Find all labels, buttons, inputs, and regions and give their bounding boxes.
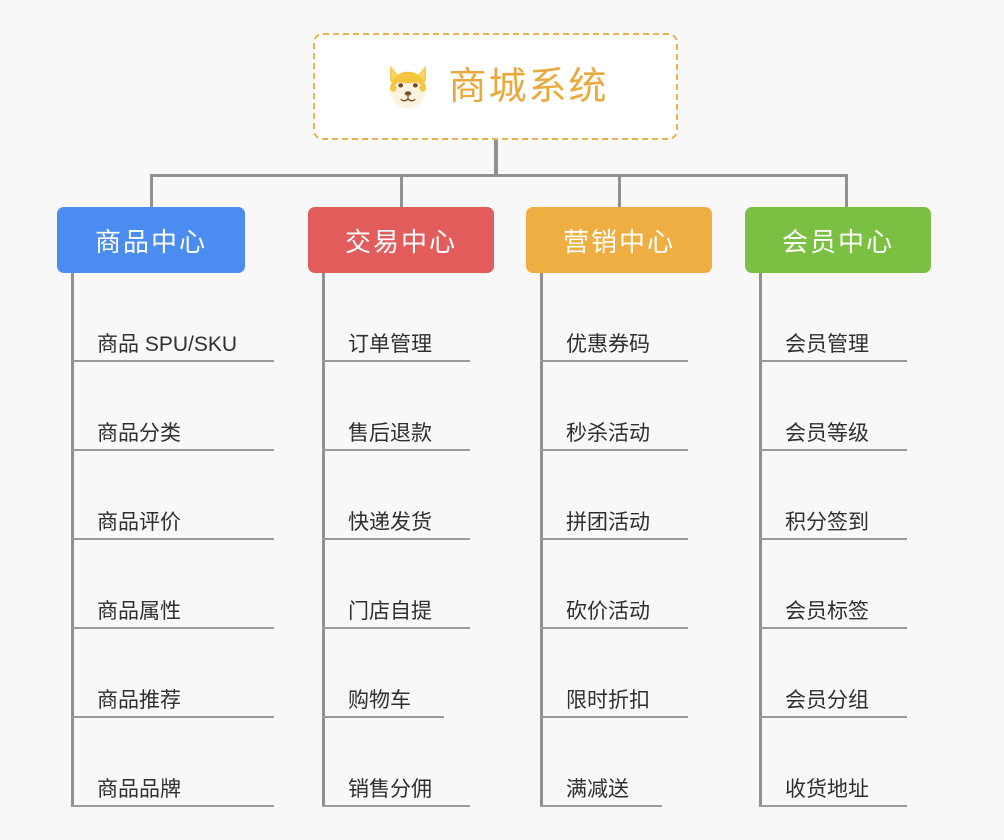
connector-drop-2 bbox=[618, 174, 621, 209]
leaf-underline bbox=[71, 627, 274, 629]
leaf-underline bbox=[71, 449, 274, 451]
leaf-label: 商品 SPU/SKU bbox=[97, 332, 238, 356]
leaf-underline bbox=[71, 805, 274, 807]
leaf-label: 秒杀活动 bbox=[566, 421, 650, 445]
leaf-underline bbox=[322, 805, 470, 807]
leaf-label: 商品品牌 bbox=[97, 777, 181, 801]
leaf-underline bbox=[322, 360, 470, 362]
leaf-underline bbox=[759, 360, 907, 362]
leaf-label: 会员标签 bbox=[785, 599, 869, 623]
leaf-underline bbox=[759, 716, 907, 718]
leaf-underline bbox=[540, 360, 688, 362]
leaf-label: 拼团活动 bbox=[566, 510, 650, 534]
leaf-underline bbox=[540, 627, 688, 629]
leaf-label: 砍价活动 bbox=[566, 599, 650, 623]
leaf-label: 门店自提 bbox=[348, 599, 432, 623]
leaf-label: 会员管理 bbox=[785, 332, 869, 356]
leaf-underline bbox=[322, 449, 470, 451]
root-node-title: 商城系统 bbox=[448, 65, 609, 108]
leaf-underline bbox=[322, 716, 444, 718]
leaf-label: 订单管理 bbox=[348, 332, 432, 356]
branch-title-3: 会员中心 bbox=[781, 226, 894, 257]
leaf-underline bbox=[759, 538, 907, 540]
leaf-label: 会员等级 bbox=[785, 421, 869, 445]
branch-header-1[interactable]: 交易中心 bbox=[308, 207, 494, 273]
leaf-underline bbox=[540, 449, 688, 451]
shiba-dog-icon bbox=[382, 61, 434, 113]
branch-title-2: 营销中心 bbox=[562, 226, 675, 257]
leaf-underline bbox=[322, 538, 470, 540]
connector-drop-3 bbox=[845, 174, 848, 209]
leaf-label: 快递发货 bbox=[348, 510, 432, 534]
leaf-label: 优惠券码 bbox=[566, 332, 650, 356]
branch-title-0: 商品中心 bbox=[94, 226, 207, 257]
leaf-label: 销售分佣 bbox=[348, 777, 432, 801]
leaf-underline bbox=[759, 627, 907, 629]
connector-drop-1 bbox=[400, 174, 403, 209]
leaf-underline bbox=[322, 627, 470, 629]
leaf-label: 满减送 bbox=[566, 777, 629, 801]
leaf-label: 收货地址 bbox=[785, 777, 869, 801]
leaf-underline bbox=[71, 538, 274, 540]
leaf-underline bbox=[540, 538, 688, 540]
leaf-label: 商品属性 bbox=[97, 599, 181, 623]
branch-header-0[interactable]: 商品中心 bbox=[57, 207, 245, 273]
leaf-underline bbox=[71, 360, 274, 362]
leaf-label: 会员分组 bbox=[785, 688, 869, 712]
leaf-underline bbox=[540, 805, 662, 807]
connector-horizontal-bus bbox=[150, 174, 848, 177]
connector-drop-0 bbox=[150, 174, 153, 209]
branch-spine-2 bbox=[540, 273, 543, 807]
connector-root-stem bbox=[494, 140, 498, 176]
leaf-label: 积分签到 bbox=[785, 510, 869, 534]
branch-spine-1 bbox=[322, 273, 325, 807]
leaf-label: 商品评价 bbox=[97, 510, 181, 534]
branch-header-2[interactable]: 营销中心 bbox=[526, 207, 712, 273]
branch-spine-0 bbox=[71, 273, 74, 807]
leaf-underline bbox=[71, 716, 274, 718]
root-node[interactable]: 商城系统 bbox=[313, 33, 678, 140]
leaf-label: 商品分类 bbox=[97, 421, 181, 445]
branch-spine-3 bbox=[759, 273, 762, 807]
leaf-label: 售后退款 bbox=[348, 421, 432, 445]
branch-title-1: 交易中心 bbox=[344, 226, 457, 257]
leaf-label: 商品推荐 bbox=[97, 688, 181, 712]
root-node-content: 商城系统 bbox=[382, 61, 608, 113]
leaf-underline bbox=[759, 805, 907, 807]
leaf-label: 限时折扣 bbox=[566, 688, 650, 712]
leaf-underline bbox=[540, 716, 688, 718]
leaf-label: 购物车 bbox=[348, 688, 411, 712]
branch-header-3[interactable]: 会员中心 bbox=[745, 207, 931, 273]
leaf-underline bbox=[759, 449, 907, 451]
